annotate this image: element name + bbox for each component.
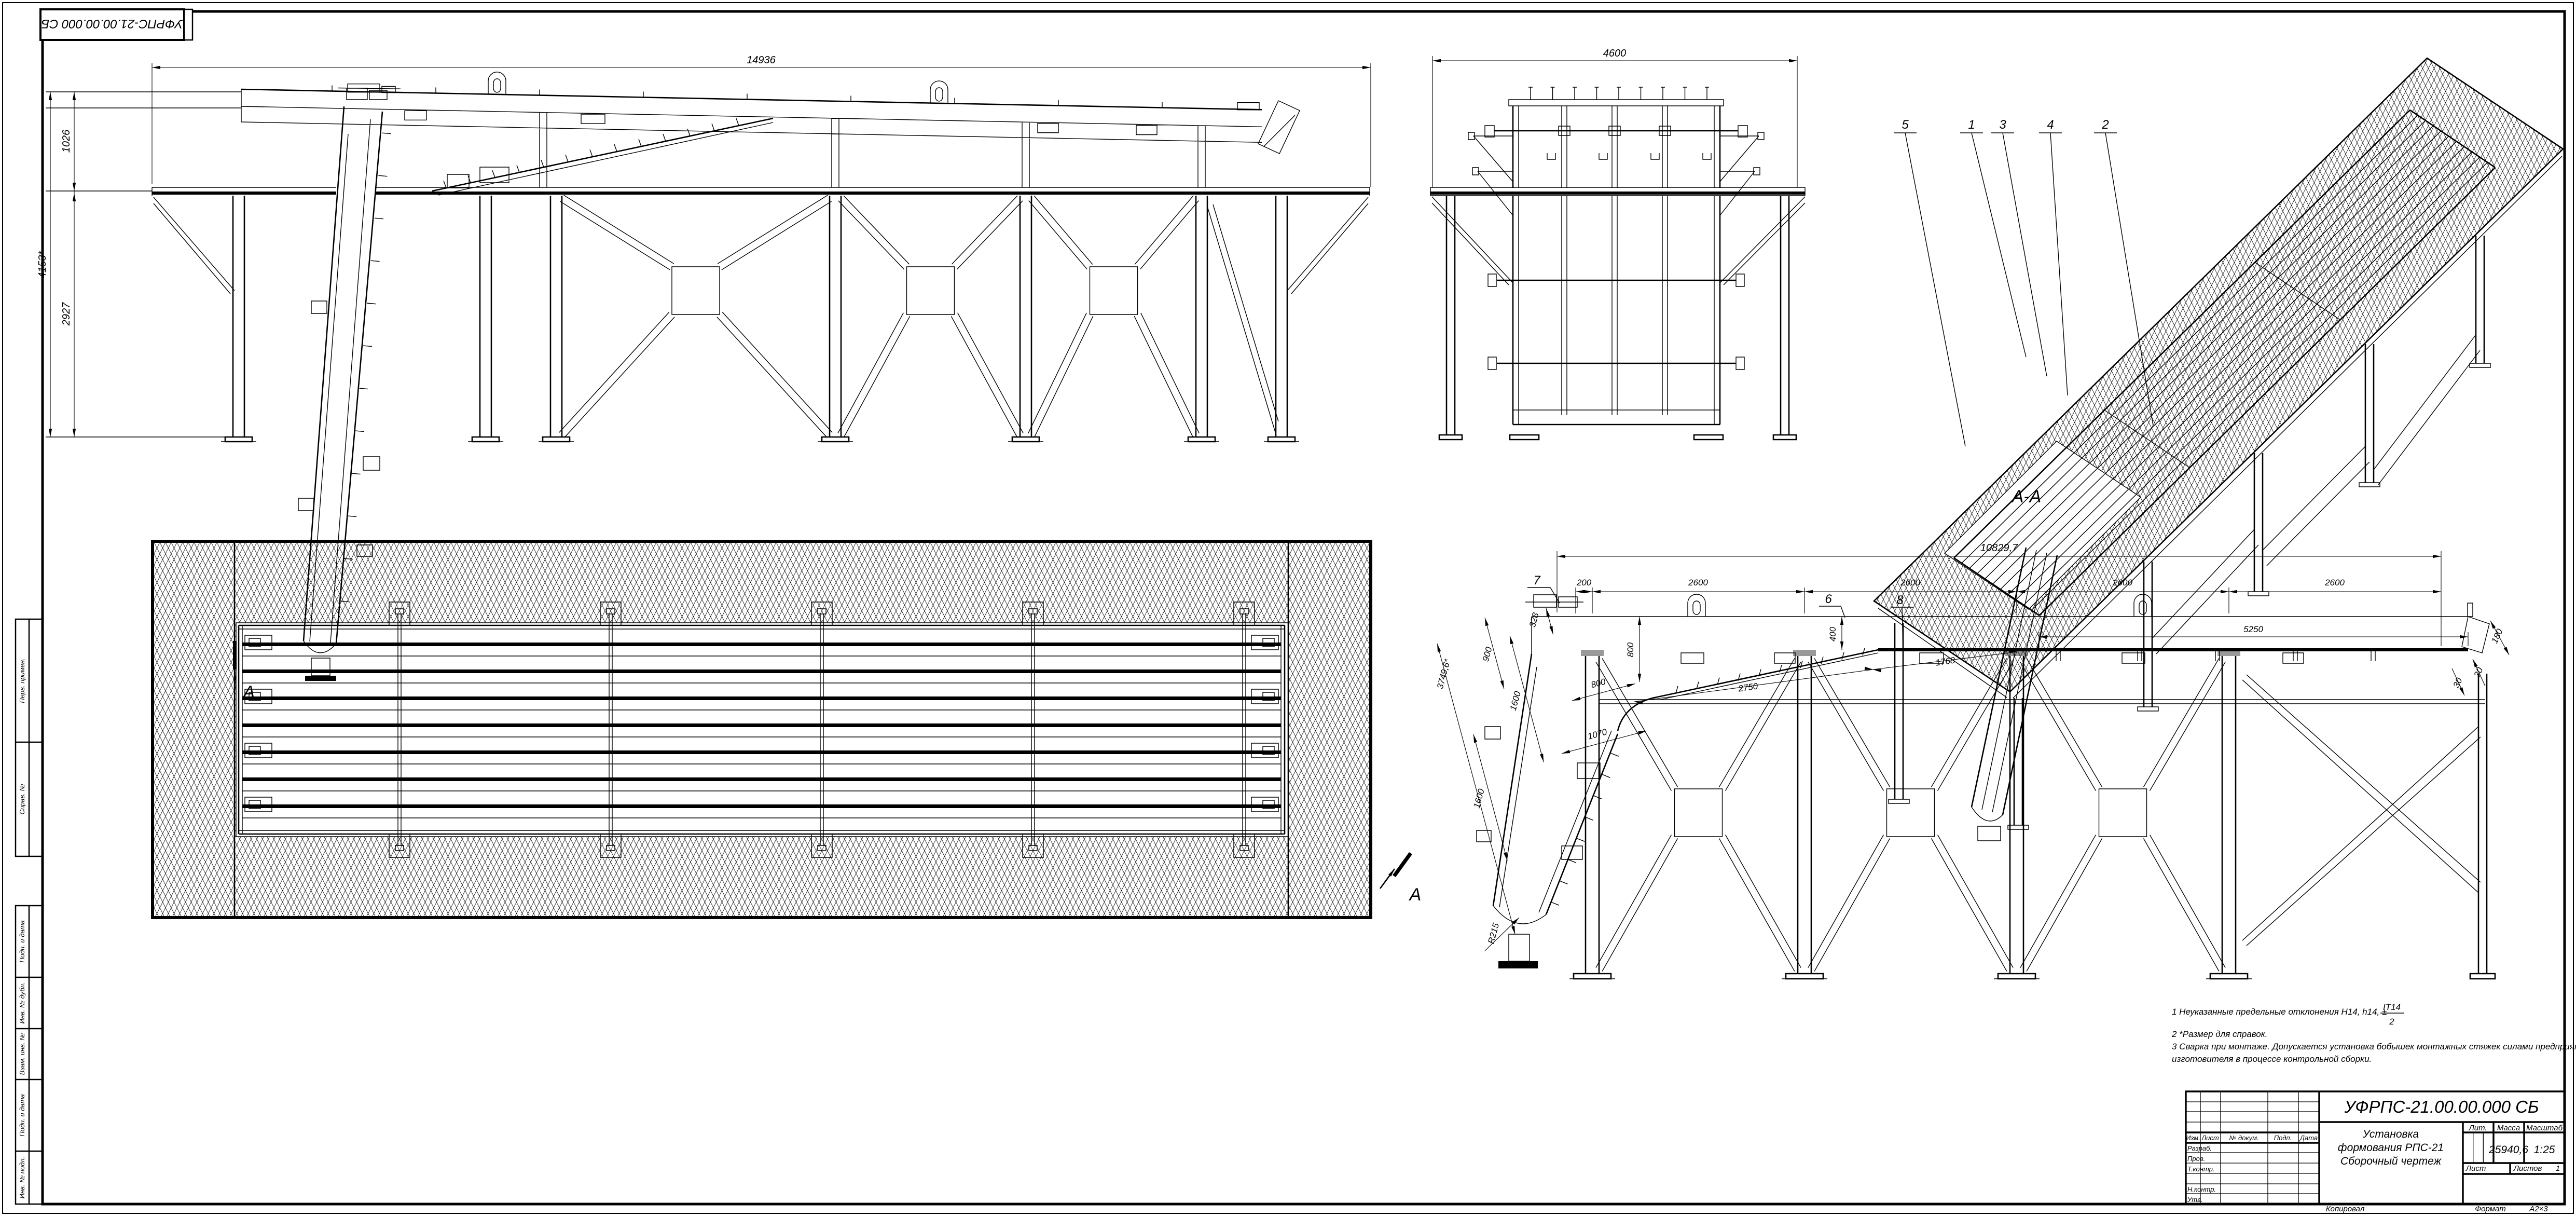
note-2: 2 *Размер для справок. [2171,1029,2267,1039]
margin-stamp-label: Подп. и дата [18,920,26,962]
title-block [2185,1090,2566,1205]
note-3a: 3 Сварка при монтаже. Допускается устано… [2172,1042,2576,1051]
tb-lit: Лит. [2468,1124,2487,1132]
dim-sec-2600d: 2600 [2324,578,2345,587]
margin-stamp-label: Инв. № подл. [18,1157,26,1199]
tb-data: Дата [2299,1134,2318,1142]
callout-7: 7 [1533,573,1541,587]
dim-sec-overall: 10829,7 [1980,542,2018,554]
callout-3: 3 [1999,118,2006,132]
margin-stamp-label: Инв. № дубл. [18,982,26,1024]
tb-sheets: Листов [2513,1164,2542,1173]
tb-scale: Масштаб [2526,1124,2563,1132]
tb-podp: Подп. [2274,1134,2292,1142]
margin-stamp-label: Взам. инв. № [18,1033,26,1075]
tb-title-1: Установка [2362,1128,2419,1140]
tb-nkontr: Н.контр. [2187,1185,2216,1193]
tb-title-2: формования РПС-21 [2338,1142,2444,1154]
margin-stamp-label: Справ. № [18,784,26,814]
footer-format-value: А2×3 [2529,1205,2548,1213]
dim-sec-800v: 800 [1626,642,1635,657]
hatch-areas [153,58,2563,918]
dim-sec-5250: 5250 [2243,624,2263,634]
corner-stamp: УФРПС-21.00.00.000 СБ [39,8,194,41]
tb-mass-value: 25940,6 [2488,1144,2528,1156]
note-3b: изготовителя в процессе контрольной сбор… [2172,1054,2372,1064]
dim-sec-200: 200 [1576,578,1592,587]
tb-izm: Изм. [2186,1134,2200,1142]
tb-doc: № докум. [2229,1134,2258,1142]
callout-8: 8 [1896,593,1904,607]
dim-main-total-h: 4153* [37,251,48,278]
tb-sheets-value: 1 [2556,1164,2560,1173]
texts: 14936 4153* 1026 2927 4600 5 1 3 4 2 А А… [37,48,2505,945]
note-1: 1 Неуказанные предельные отклонения Н14,… [2172,1007,2387,1017]
footer-format-label: Формат [2475,1205,2506,1213]
margin-stamp-label: Перв. примен. [18,658,26,703]
dim-sec-2600a: 2600 [1688,578,1708,587]
note-1-frac-num: IT14 [2383,1002,2401,1012]
plan-section-letter-right: А [1409,885,1422,905]
plan-section-letter-left: А [242,682,255,702]
dim-sec-2600b: 2600 [1900,578,1920,587]
dim-main-upper-h: 1026 [61,129,72,153]
callout-4: 4 [2047,118,2054,132]
dim-main-overall: 14936 [747,54,776,66]
callout-1: 1 [1968,118,1975,132]
callout-2: 2 [2101,118,2109,132]
corner-stamp-text: УФРПС-21.00.00.000 СБ [42,17,184,31]
tb-tkontr: Т.контр. [2187,1165,2214,1173]
tb-razrab: Разраб. [2187,1144,2212,1152]
notes-block: 1 Неуказанные предельные отклонения Н14,… [2171,1002,2576,1064]
tb-scale-value: 1:25 [2534,1144,2555,1156]
tb-prov: Пров. [2187,1155,2205,1163]
callout-6: 6 [1825,592,1832,606]
margin-stamp-label: Подп. и дата [18,1094,26,1136]
callout-5: 5 [1902,118,1909,132]
dim-sec-2600c: 2600 [2112,578,2132,587]
tb-doc-number: УФРПС-21.00.00.000 СБ [2344,1097,2539,1116]
tb-mass: Масса [2497,1124,2520,1132]
section-label: А-А [2011,487,2042,507]
footer-copied: Копировал [2326,1205,2365,1213]
title-block-texts: УФРПС-21.00.00.000 СБ Установка формован… [2186,1097,2563,1213]
dim-front-width: 4600 [1603,48,1627,59]
note-1-frac-den: 2 [2389,1017,2394,1027]
dim-sec-400: 400 [1828,626,1838,641]
tb-utv: Утв. [2187,1196,2203,1204]
tb-list: Лист [2201,1134,2219,1142]
tb-title-3: Сборочный чертеж [2340,1155,2442,1167]
tb-sheet: Лист [2465,1164,2486,1173]
dim-main-lower-h: 2927 [61,302,72,326]
